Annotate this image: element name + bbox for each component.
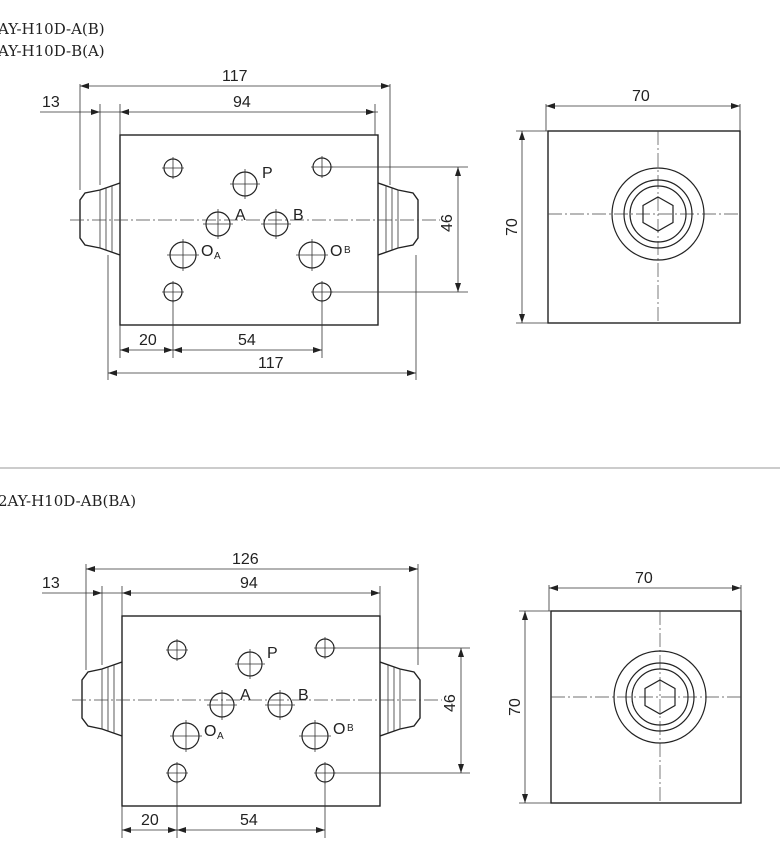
front-view-1: P A B O A O B 117 13 94 46: [40, 68, 468, 380]
hex-nut-icon: [642, 196, 674, 232]
port-label-p: P: [267, 645, 278, 662]
dim-body-width: 94: [233, 94, 251, 111]
model-label-1b: AY-H10D-B(A): [0, 42, 105, 60]
port-label-o-sub: A: [214, 251, 221, 262]
fitting-ring: [625, 662, 695, 732]
side-view-2: 70 70: [507, 570, 742, 804]
port-label-o-sub: A: [217, 731, 224, 742]
right-fitting: [377, 182, 419, 256]
model-label-2: 2AY-H10D-AB(BA): [0, 492, 136, 510]
port-label-a: A: [235, 207, 246, 224]
port-label-o-sub: B: [347, 723, 354, 734]
dim-side-height: 70: [504, 218, 521, 236]
port-label-a: A: [240, 687, 251, 704]
dim-bottom-width: 117: [258, 355, 284, 372]
fitting-outer: [611, 167, 705, 261]
side-view-1: 70 70: [504, 88, 741, 324]
port-label-o: O: [201, 243, 213, 260]
front-view-2: P A B O A O B 126 13 94 46: [42, 551, 470, 838]
section-2: 2AY-H10D-AB(BA): [0, 492, 742, 838]
port-label-o-sub: B: [344, 245, 351, 256]
section-1: AY-H10D-A(B) AY-H10D-B(A): [0, 20, 741, 380]
dim-height: 46: [439, 214, 456, 232]
valve-body: [121, 615, 381, 807]
hex-nut-icon: [644, 679, 676, 715]
dim-overall-width: 117: [222, 68, 248, 85]
right-fitting: [379, 661, 421, 737]
port-label-o: O: [333, 721, 345, 738]
port-label-o: O: [330, 243, 342, 260]
dim-port-spacing: 54: [238, 332, 256, 349]
left-fitting: [81, 661, 123, 737]
port-label-b: B: [293, 207, 304, 224]
fitting-inner: [631, 668, 689, 726]
dim-overall-width: 126: [232, 551, 259, 568]
left-fitting: [79, 182, 121, 256]
dim-flange: 13: [42, 575, 60, 592]
fitting-ring: [623, 179, 693, 249]
side-body: [550, 610, 742, 804]
port-label-b: B: [298, 687, 309, 704]
valve-body: [119, 134, 379, 326]
fitting-outer: [613, 650, 707, 744]
dim-side-width: 70: [635, 570, 653, 587]
dim-left-offset: 20: [141, 812, 159, 829]
dim-body-width: 94: [240, 575, 258, 592]
dim-left-offset: 20: [139, 332, 157, 349]
dim-flange: 13: [42, 94, 60, 111]
dim-port-spacing: 54: [240, 812, 258, 829]
fitting-inner: [629, 185, 687, 243]
port-label-p: P: [262, 165, 273, 182]
dim-height: 46: [442, 694, 459, 712]
model-label-1a: AY-H10D-A(B): [0, 20, 105, 38]
dim-side-height: 70: [507, 698, 524, 716]
port-label-o: O: [204, 723, 216, 740]
side-body: [547, 130, 741, 324]
dim-side-width: 70: [632, 88, 650, 105]
